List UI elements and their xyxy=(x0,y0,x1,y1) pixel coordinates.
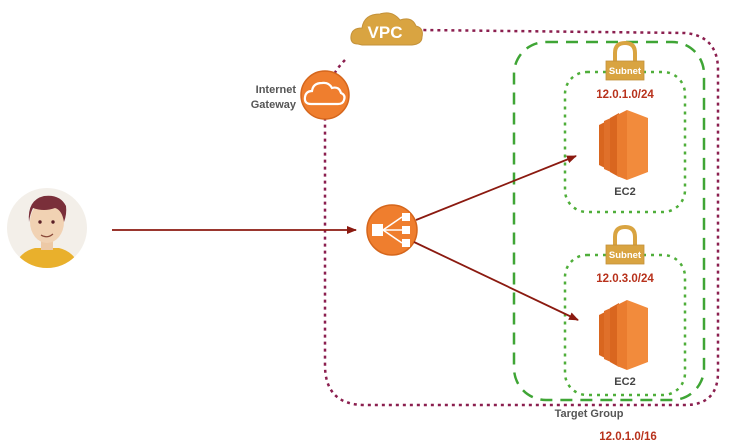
load-balancer-icon xyxy=(372,213,410,247)
ec2-instance-icon[interactable] xyxy=(599,300,648,370)
load-balancer[interactable] xyxy=(366,204,418,256)
subnet-1[interactable]: Subnet 12.0.1.0/24 EC2 xyxy=(596,40,654,198)
lock-icon xyxy=(605,224,645,265)
ec2-label: EC2 xyxy=(614,186,635,198)
vpc-cidr: 12.0.1.0/16 xyxy=(599,431,657,443)
lock-icon xyxy=(605,40,645,81)
internet-gateway-label-1: Internet xyxy=(256,84,297,96)
internet-gateway-label-2: Gateway xyxy=(251,99,297,111)
target-group-label: Target Group xyxy=(555,408,624,420)
subnet-cidr: 12.0.3.0/24 xyxy=(596,273,654,285)
subnet-badge-label: Subnet xyxy=(609,66,642,77)
vpc-badge: VPC xyxy=(350,12,423,46)
vpc-label: VPC xyxy=(368,23,403,42)
ec2-instance-icon[interactable] xyxy=(599,110,648,180)
target-group-boundary xyxy=(512,40,706,402)
cloud-icon xyxy=(350,12,423,46)
internet-gateway[interactable] xyxy=(300,70,350,120)
user-avatar-icon xyxy=(7,188,87,268)
subnet-2[interactable]: Subnet 12.0.3.0/24 EC2 xyxy=(596,224,654,388)
cloud-icon xyxy=(303,81,346,106)
subnet-cidr: 12.0.1.0/24 xyxy=(596,89,654,101)
subnet-badge-label: Subnet xyxy=(609,250,642,261)
ec2-label: EC2 xyxy=(614,376,635,388)
arrow-load-balancer-to-ec2-2 xyxy=(413,241,579,321)
arrow-load-balancer-to-ec2-1 xyxy=(415,155,577,221)
